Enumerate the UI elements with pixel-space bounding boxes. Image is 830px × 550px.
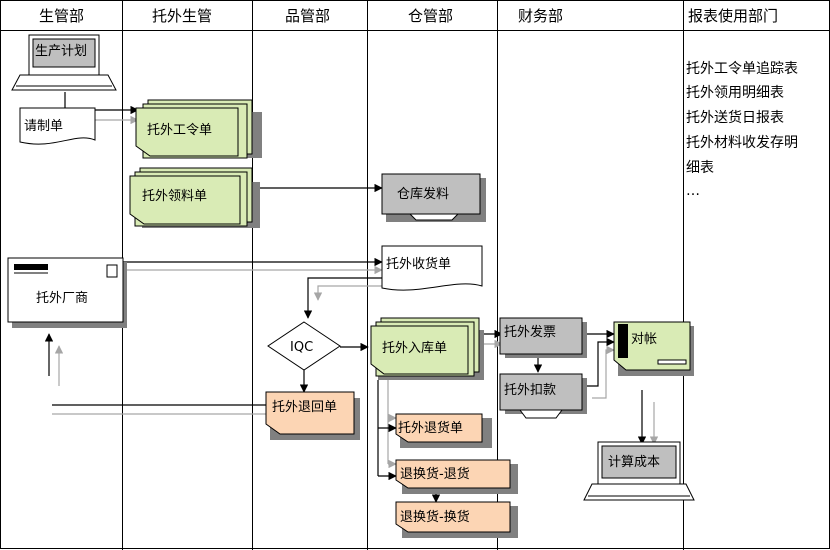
connectors — [44, 92, 659, 503]
exchange-swap-doc: 退换货-换货 — [395, 501, 518, 538]
report-item: … — [686, 183, 700, 199]
exchange-swap-label: 退换货-换货 — [400, 509, 470, 525]
return-goods-label: 托外退货单 — [398, 420, 463, 436]
outsource-invoice-label: 托外发票 — [504, 324, 556, 340]
outsource-vendor-label: 托外厂商 — [36, 291, 88, 306]
return-goods-doc: 托外退货单 — [395, 413, 492, 448]
report-item: 托外送货日报表 — [686, 109, 784, 126]
reconcile-label: 对帐 — [631, 332, 657, 347]
outsource-material-req-doc: 托外领料单 — [129, 167, 260, 228]
iqc-decision: IQC — [267, 321, 341, 371]
outsource-return-label: 托外退回单 — [272, 400, 337, 415]
outsource-receipt-label: 托外收货单 — [386, 256, 451, 272]
production-plan-laptop: 生产计划 — [11, 34, 117, 91]
outsource-work-order-doc: 托外工令单 — [135, 99, 262, 159]
report-item: 细表 — [686, 160, 714, 176]
requisition-label: 请制单 — [24, 119, 63, 134]
iqc-label: IQC — [290, 340, 313, 355]
requisition-doc: 请制单 — [19, 107, 96, 145]
report-item: 托外材料收发存明 — [686, 135, 798, 151]
column-header-finance: 财务部 — [518, 7, 563, 25]
outsource-invoice-box: 托外发票 — [499, 317, 587, 358]
warehouse-issue-box: 仓库发料 — [381, 173, 486, 222]
report-item: 托外工令单追踪表 — [686, 61, 798, 77]
warehouse-issue-label: 仓库发料 — [397, 186, 449, 202]
reconcile-doc: 对帐 — [613, 321, 694, 376]
column-header-outsource-planning: 托外生管 — [152, 7, 212, 25]
report-list: 托外工令单追踪表 托外领用明细表 托外送货日报表 托外材料收发存明 细表 … — [686, 61, 798, 199]
calculate-cost-label: 计算成本 — [608, 455, 660, 470]
column-headers: 生管部 托外生管 品管部 仓管部 财务部 报表使用部门 — [39, 7, 778, 25]
column-header-quality: 品管部 — [285, 7, 330, 25]
column-header-report-users: 报表使用部门 — [688, 7, 778, 25]
production-plan-label: 生产计划 — [35, 44, 87, 59]
outsource-deduction-box: 托外扣款 — [499, 373, 587, 419]
outsource-deduction-label: 托外扣款 — [504, 383, 556, 398]
outsource-receipt-doc: 托外收货单 — [381, 245, 483, 291]
outsource-stock-in-label: 托外入库单 — [382, 340, 447, 356]
outsource-return-doc: 托外退回单 — [265, 391, 360, 440]
outsource-material-req-label: 托外领料单 — [142, 189, 207, 204]
column-header-warehouse: 仓管部 — [408, 7, 453, 25]
outsource-work-order-label: 托外工令单 — [147, 123, 212, 138]
outsource-vendor-box: 托外厂商 — [7, 257, 127, 328]
exchange-return-doc: 退换货-退货 — [395, 459, 518, 494]
exchange-return-label: 退换货-退货 — [400, 466, 470, 482]
column-header-production: 生管部 — [39, 7, 84, 25]
calculate-cost-laptop: 计算成本 — [583, 441, 695, 501]
outsource-stock-in-doc: 托外入库单 — [370, 317, 484, 380]
report-item: 托外领用明细表 — [686, 85, 784, 101]
